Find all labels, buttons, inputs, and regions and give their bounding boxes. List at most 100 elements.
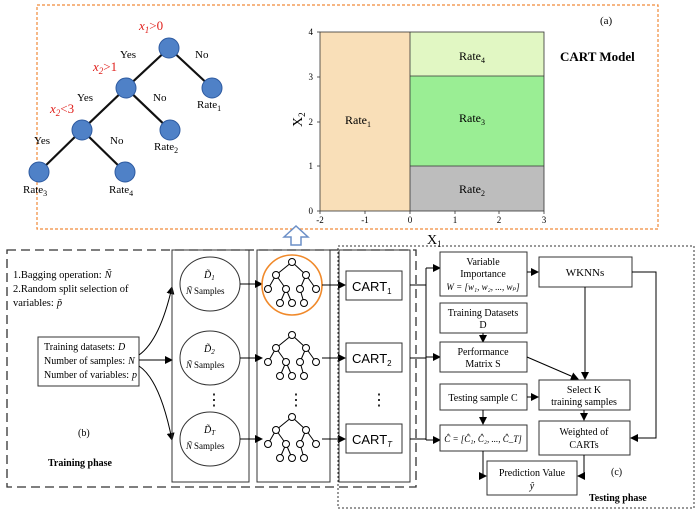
region-label-rate-2: Rate2	[459, 182, 485, 198]
region-label-rate-1: Rate1	[345, 113, 371, 129]
select-k-line-1: Select K	[567, 385, 602, 396]
chart-frame	[319, 31, 545, 212]
prediction-line-1: Prediction Value	[499, 468, 566, 479]
sample-set-t	[179, 411, 241, 467]
training-datasets-box	[439, 302, 528, 334]
no-label: No	[110, 135, 124, 147]
no-label: No	[153, 92, 167, 104]
y-axis-label: X2	[291, 112, 307, 127]
region-label-rate-3: Rate3	[459, 111, 485, 127]
panel-c-frame	[337, 245, 695, 509]
weighted-carts-line-1: Weighted of	[560, 427, 610, 438]
training-data-box	[37, 336, 140, 387]
tree-node	[114, 161, 136, 183]
partition-chart: -2 -1 0 1 2 3 0 1 2 3 4 Rate1 Rate2 Rate…	[291, 27, 547, 249]
y-tick: 0	[309, 206, 314, 216]
tree-node	[115, 77, 137, 99]
y-tick: 4	[309, 27, 314, 37]
x-tick: 2	[497, 215, 502, 225]
region-rate-2	[410, 166, 544, 211]
sample-set-t-d: D̃T	[203, 423, 216, 437]
region-rate-4	[410, 32, 544, 76]
no-label: No	[195, 49, 209, 61]
samples-column	[171, 249, 250, 483]
cart-column	[338, 249, 411, 483]
x-tick: 3	[542, 215, 547, 225]
arrow-chat-to-prediction	[479, 451, 487, 480]
yes-label: Yes	[77, 92, 93, 104]
cart-1-label: CART1	[352, 279, 392, 296]
select-k-line-2: training samples	[551, 397, 617, 408]
y-tick: 1	[309, 161, 314, 171]
cart-2-label: CART2	[352, 351, 392, 368]
leaf-rate-1: Rate1	[197, 99, 221, 113]
bagging-step-2: 2.Random split selection of	[13, 284, 129, 295]
tree-node	[71, 119, 93, 141]
variable-importance-title-2: Importance	[460, 269, 506, 280]
data-box-line-3: Number of variables:p	[44, 370, 137, 381]
cart-to-testing-arrows	[410, 264, 441, 444]
bagging-step-1: 1.Bagging operation:Ñ	[13, 269, 113, 281]
arrow-wknns-to-weighted	[630, 271, 657, 442]
sample-set-2	[179, 330, 241, 386]
arrow-performance-to-select	[526, 356, 579, 380]
cart-t-box	[345, 423, 403, 454]
weighted-carts-line-2: CARTs	[569, 440, 598, 451]
testing-sample-box	[439, 383, 528, 411]
bagging-step-2b: variables:p̃	[13, 298, 62, 309]
variable-importance-title-1: Variable	[466, 257, 500, 268]
region-rate-3	[410, 76, 544, 166]
leaf-rate-2: Rate2	[154, 141, 178, 155]
bootstrap-arrows	[138, 286, 175, 441]
x-tick: 0	[408, 215, 413, 225]
split-condition-2: x2>1	[92, 59, 117, 76]
tree-node	[159, 119, 181, 141]
y-tick: 3	[309, 72, 314, 82]
training-datasets-line-2: D	[479, 320, 486, 331]
data-box-line-2: Number of samples:N	[44, 356, 136, 367]
prediction-line-2: ŷ	[529, 481, 535, 492]
region-rate-1	[320, 32, 410, 211]
sample-set-1-d: D̃1	[203, 268, 215, 282]
tree-node-root	[158, 37, 180, 59]
tree-nodes	[28, 37, 223, 183]
split-condition-3: x2<3	[49, 101, 74, 118]
mini-tree-icon	[264, 413, 320, 462]
cart-t-label: CARTT	[352, 432, 393, 449]
yes-label: Yes	[34, 135, 50, 147]
tree-node	[28, 161, 50, 183]
sample-set-1	[179, 256, 241, 312]
testing-phase-label: Testing phase	[589, 493, 647, 504]
leaf-rate-3: Rate3	[23, 184, 47, 198]
testing-sample-label: Testing sample C	[448, 393, 518, 404]
data-box-line-1: Training datasets:D	[44, 342, 126, 353]
x-tick: -2	[316, 215, 324, 225]
split-condition-1: x1>0	[138, 18, 163, 35]
training-datasets-line-1: Training Datasets	[448, 308, 519, 319]
x-axis-label: X1	[427, 233, 442, 249]
y-tick: 2	[309, 117, 314, 127]
vertical-ellipsis: ⋮	[371, 392, 387, 409]
tree-node	[201, 77, 223, 99]
panel-c-label: (c)	[611, 467, 622, 478]
mini-tree-icon	[264, 258, 320, 307]
vertical-ellipsis: ⋮	[288, 392, 304, 409]
yes-label: Yes	[120, 49, 136, 61]
wknns-box	[538, 256, 633, 288]
x-tick: -1	[361, 215, 369, 225]
cart-model-title: CART Model	[560, 49, 635, 64]
prediction-box	[486, 460, 578, 496]
up-arrow-icon	[282, 224, 310, 246]
panel-b-label: (b)	[78, 428, 90, 439]
arrow-weighted-to-prediction	[577, 455, 585, 480]
wknns-label: WKNNs	[566, 267, 605, 279]
weight-vector: W = [w₁, w₂, ..., wₚ]	[446, 282, 520, 292]
tree-to-cart-arrows	[322, 281, 346, 443]
panel-a-label: (a)	[600, 15, 613, 27]
mini-tree-icon	[264, 331, 320, 380]
cart-2-box	[345, 342, 403, 373]
c-hat-vector: Ĉ = [Ĉ₁, Ĉ₂, ..., Ĉ_T]	[444, 434, 522, 444]
